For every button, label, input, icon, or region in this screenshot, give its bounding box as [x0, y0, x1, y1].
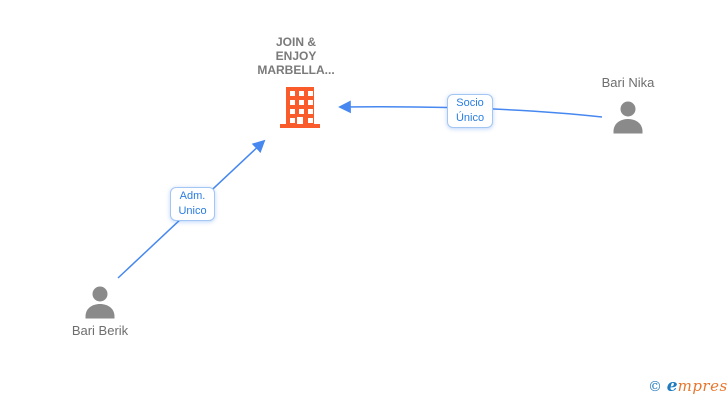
copyright-icon: ©	[648, 379, 662, 395]
building-icon[interactable]	[280, 87, 320, 128]
brand-rest: mpresia	[677, 377, 728, 395]
person-name-bari-berik[interactable]: Bari Berik	[71, 323, 129, 338]
relation-label-adm-unico[interactable]: Adm. Unico	[170, 187, 215, 221]
brand-initial: e	[666, 376, 678, 396]
person-icon-bari-berik[interactable]	[83, 285, 117, 319]
relation-label-socio-unico[interactable]: Socio Único	[447, 94, 493, 128]
person-icon-bari-nika[interactable]	[611, 100, 645, 134]
empresia-logo[interactable]: © empresia	[648, 376, 728, 396]
company-name[interactable]: JOIN & ENJOY MARBELLA...	[257, 35, 335, 77]
person-name-bari-nika[interactable]: Bari Nika	[601, 75, 655, 90]
